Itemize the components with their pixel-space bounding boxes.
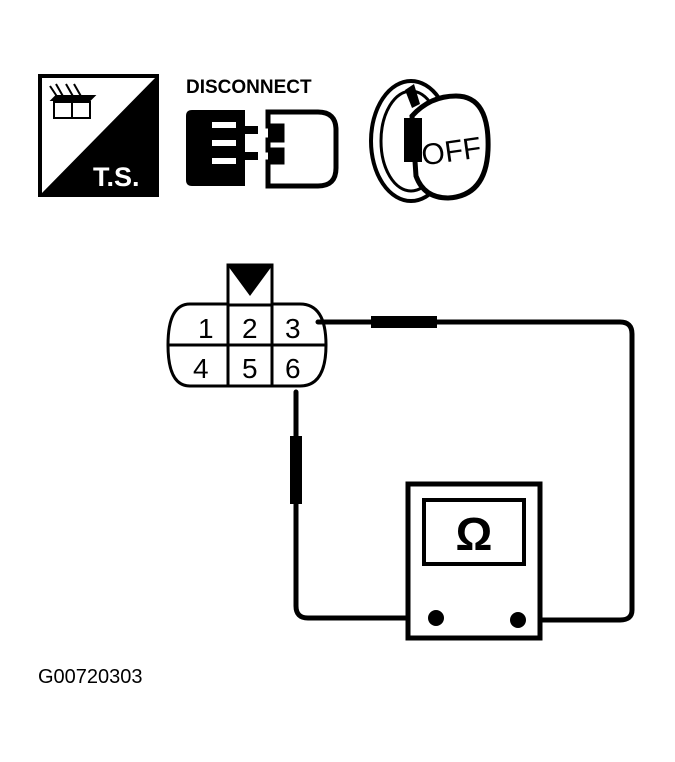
meter-terminal-left (428, 610, 444, 626)
lock-marker (228, 266, 272, 296)
ts-icon: T.S. (38, 74, 159, 197)
ohmmeter-icon: Ω (405, 481, 543, 641)
lead-pin-3 (315, 319, 635, 623)
ts-label: T.S. (93, 162, 140, 192)
pin-2: 2 (242, 313, 258, 344)
pin-6: 6 (285, 353, 301, 384)
ignition-key-icon: OFF (369, 79, 491, 203)
connector: 1 2 3 4 5 6 (166, 263, 328, 388)
figure-id: G00720303 (38, 666, 143, 688)
lead-pin-6 (293, 389, 439, 621)
ohm-symbol: Ω (456, 508, 493, 560)
connector-disconnect-icon: DISCONNECT (186, 77, 339, 189)
probe-pin-3 (371, 316, 437, 328)
test-leads (293, 319, 635, 623)
pin-1: 1 (198, 313, 214, 344)
probe-pin-6 (290, 436, 302, 504)
disconnect-label: DISCONNECT (186, 77, 312, 98)
pin-5: 5 (242, 353, 258, 384)
meter-terminal-right (510, 612, 526, 628)
pin-3: 3 (285, 313, 301, 344)
pin-4: 4 (193, 353, 209, 384)
